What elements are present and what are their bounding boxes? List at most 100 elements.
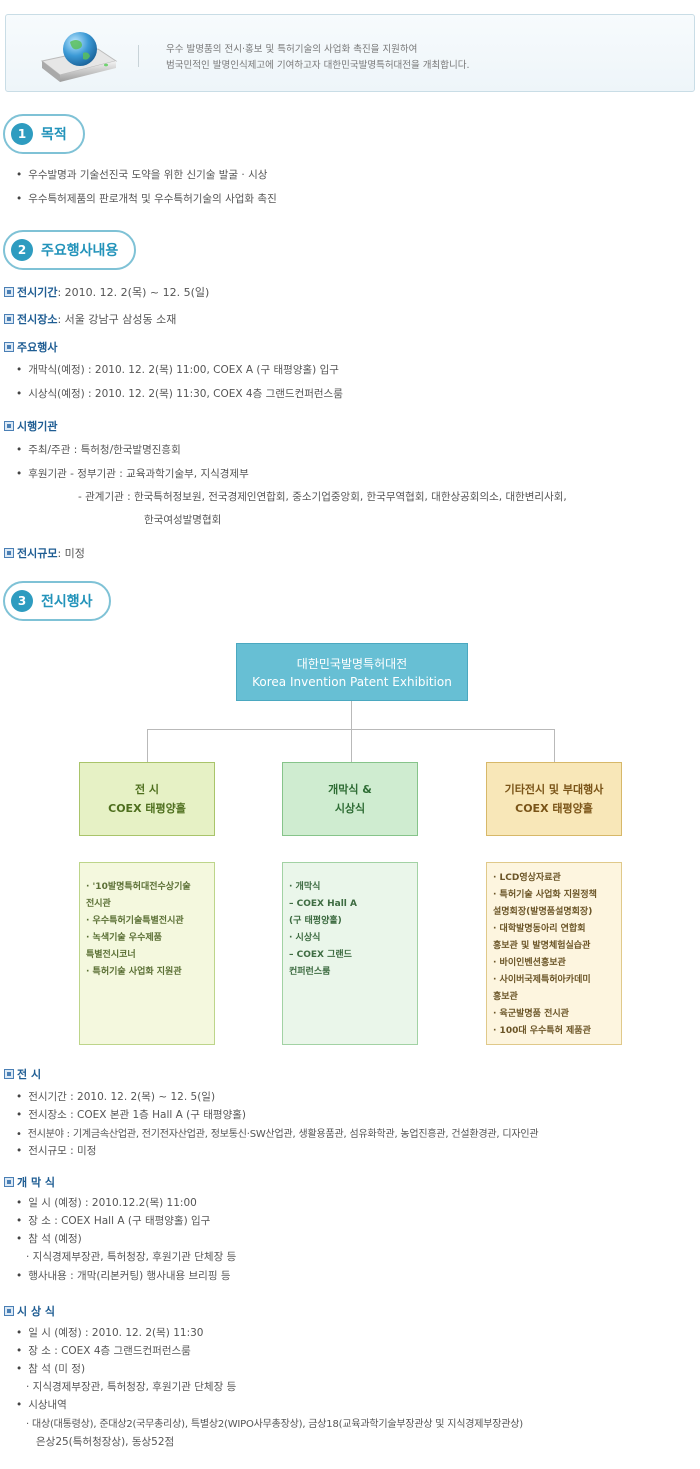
opening-heading: 개 막 식 (4, 1174, 55, 1190)
category-title: 기타전시 및 부대행사 (504, 783, 604, 796)
category-title: 전 시 (134, 783, 160, 796)
detail-line: · 바이인벤션홍보관 (493, 958, 566, 968)
category-venue: COEX 태평양홀 (108, 802, 186, 815)
org-heading: 시행기관 (4, 418, 57, 434)
detail-line: 홍보관 (493, 992, 518, 1002)
award-list-heading: 시상내역 (16, 1397, 67, 1412)
category-title: 개막식 & (328, 783, 372, 796)
award-list-line: 은상25(특허청장상), 동상52점 (36, 1436, 175, 1448)
doc-icon (4, 1306, 14, 1316)
detail-line: 컨퍼런스룸 (289, 967, 331, 977)
org-sponsor-related: - 관계기관 : 한국특허정보원, 전국경제인연합회, 중소기업중앙회, 한국무… (78, 491, 567, 503)
opening-label: 개 막 식 (17, 1176, 56, 1189)
intro-text: 우수 발명품의 전시·홍보 및 특허기술의 사업화 촉진을 지원하여 범국민적인… (166, 42, 470, 74)
exhibit-item: 전시장소 : COEX 본관 1층 Hall A (구 태평양홀) (16, 1107, 246, 1122)
detail-line: – COEX Hall A (289, 899, 357, 909)
place-value: : 서울 강남구 삼성동 소재 (57, 313, 177, 326)
award-place: 장 소 : COEX 4층 그랜드컨퍼런스룸 (16, 1343, 191, 1358)
section-title: 목적 (41, 127, 67, 143)
org-label: 시행기관 (17, 420, 58, 433)
section-header-main-events: 2 주요행사내용 (3, 230, 137, 270)
scale-value: : 미정 (57, 547, 85, 560)
doc-icon (4, 314, 14, 324)
diagram-root-box: 대한민국발명특허대전 Korea Invention Patent Exhibi… (236, 643, 468, 701)
detail-line: · 사이버국제특허아카데미 (493, 975, 591, 985)
diagram-category-exhibit: 전 시 COEX 태평양홀 (79, 762, 215, 836)
diagram-detail-other: · LCD영상자료관 · 특허기술 사업화 지원정책 설명회장(발명품설명회장)… (486, 862, 622, 1045)
category-title-cont: 시상식 (334, 802, 366, 815)
section-title: 주요행사내용 (41, 243, 119, 259)
connector-line (351, 701, 352, 729)
events-heading: 주요행사 (4, 339, 57, 355)
exhibit-item: 전시기간 : 2010. 12. 2(목) ~ 12. 5(일) (16, 1089, 215, 1104)
intro-line-2: 범국민적인 발명인식제고에 기여하고자 대한민국발명특허대전을 개최합니다. (166, 60, 470, 71)
award-attend-detail: · 지식경제부장관, 특허청장, 후원기관 단체장 등 (26, 1381, 237, 1393)
connector-line (554, 729, 555, 762)
doc-icon (4, 421, 14, 431)
section-header-exhibition: 3 전시행사 (3, 581, 111, 621)
detail-line: · 대학발명동아리 연합회 (493, 924, 586, 934)
org-sponsor-gov: 후원기관 - 정부기관 : 교육과학기술부, 지식경제부 (16, 466, 249, 481)
place-label: 전시장소 (17, 313, 58, 326)
section-title: 전시행사 (41, 594, 93, 610)
detail-line: · 특허기술 사업화 지원관 (86, 967, 182, 977)
exhibit-item: 전시규모 : 미정 (16, 1143, 96, 1158)
purpose-item: 우수발명과 기술선진국 도약을 위한 신기술 발굴 · 시상 (16, 167, 267, 182)
detail-line: · 육군발명품 전시관 (493, 1009, 569, 1019)
doc-icon (4, 1069, 14, 1079)
divider (138, 45, 139, 67)
exhibit-heading: 전 시 (4, 1066, 41, 1082)
award-label: 시 상 식 (17, 1305, 56, 1318)
detail-line: · '10발명특허대전수상기술 (86, 882, 191, 892)
doc-icon (4, 287, 14, 297)
section-header-purpose: 1 목적 (3, 114, 85, 154)
section-number-badge: 3 (11, 590, 33, 612)
event-item: 시상식(예정) : 2010. 12. 2(목) 11:30, COEX 4층 … (16, 386, 343, 401)
opening-date: 일 시 (예정) : 2010.12.2(목) 11:00 (16, 1195, 197, 1210)
doc-icon (4, 548, 14, 558)
diagram-detail-exhibit: · '10발명특허대전수상기술 전시관 · 우수특허기술특별전시관 · 녹색기술… (79, 862, 215, 1045)
opening-content: 행사내용 : 개막(리본커팅) 행사내용 브리핑 등 (16, 1268, 230, 1283)
globe-drive-icon (40, 32, 118, 82)
period-label: 전시기간 (17, 286, 58, 299)
diagram-detail-ceremony: · 개막식 – COEX Hall A (구 태평양홀) · 시상식 – COE… (282, 862, 418, 1045)
opening-attend: 참 석 (예정) (16, 1231, 82, 1246)
detail-line: · 녹색기술 우수제품 (86, 933, 162, 943)
category-venue: COEX 태평양홀 (515, 802, 593, 815)
detail-line: · LCD영상자료관 (493, 873, 561, 883)
period-row: 전시기간 : 2010. 12. 2(목) ~ 12. 5(일) (4, 284, 209, 300)
detail-line: · 특허기술 사업화 지원정책 (493, 890, 597, 900)
scale-row: 전시규모 : 미정 (4, 545, 85, 561)
events-label: 주요행사 (17, 341, 58, 354)
detail-line: · 100대 우수특허 제품관 (493, 1026, 591, 1036)
detail-line: · 개막식 (289, 882, 321, 892)
org-sponsor-related-cont: 한국여성발명협회 (144, 514, 222, 526)
purpose-item: 우수특허제품의 판로개척 및 우수특허기술의 사업화 촉진 (16, 191, 277, 206)
intro-banner: 우수 발명품의 전시·홍보 및 특허기술의 사업화 촉진을 지원하여 범국민적인… (5, 14, 695, 92)
detail-line: 설명회장(발명품설명회장) (493, 907, 593, 917)
opening-place: 장 소 : COEX Hall A (구 태평양홀) 입구 (16, 1213, 210, 1228)
place-row: 전시장소 : 서울 강남구 삼성동 소재 (4, 311, 176, 327)
diagram-root-title: 대한민국발명특허대전 (296, 657, 408, 671)
award-heading: 시 상 식 (4, 1303, 55, 1319)
diagram-category-other: 기타전시 및 부대행사 COEX 태평양홀 (486, 762, 622, 836)
award-attend: 참 석 (미 정) (16, 1361, 85, 1376)
doc-icon (4, 342, 14, 352)
opening-attend-detail: · 지식경제부장관, 특허청장, 후원기관 단체장 등 (26, 1251, 237, 1263)
exhibit-label: 전 시 (17, 1068, 42, 1081)
diagram-root-subtitle: Korea Invention Patent Exhibition (252, 675, 452, 689)
doc-icon (4, 1177, 14, 1187)
detail-line: (구 태평양홀) (289, 916, 342, 926)
award-date: 일 시 (예정) : 2010. 12. 2(목) 11:30 (16, 1325, 203, 1340)
detail-line: 특별전시코너 (86, 950, 136, 960)
diagram-category-ceremony: 개막식 & 시상식 (282, 762, 418, 836)
section-number-badge: 2 (11, 239, 33, 261)
detail-line: 홍보관 및 발명체험실습관 (493, 941, 591, 951)
detail-line: · 우수특허기술특별전시관 (86, 916, 184, 926)
section-number-badge: 1 (11, 123, 33, 145)
org-host: 주최/주관 : 특허청/한국발명진흥회 (16, 442, 181, 457)
scale-label: 전시규모 (17, 547, 58, 560)
exhibit-item: 전시분야 : 기계금속산업관, 전기전자산업관, 정보통신·SW산업관, 생활용… (16, 1125, 539, 1140)
event-item: 개막식(예정) : 2010. 12. 2(목) 11:00, COEX A (… (16, 362, 339, 377)
award-list-line: · 대상(대통령상), 준대상2(국무총리상), 특별상2(WIPO사무총장상)… (26, 1419, 523, 1430)
